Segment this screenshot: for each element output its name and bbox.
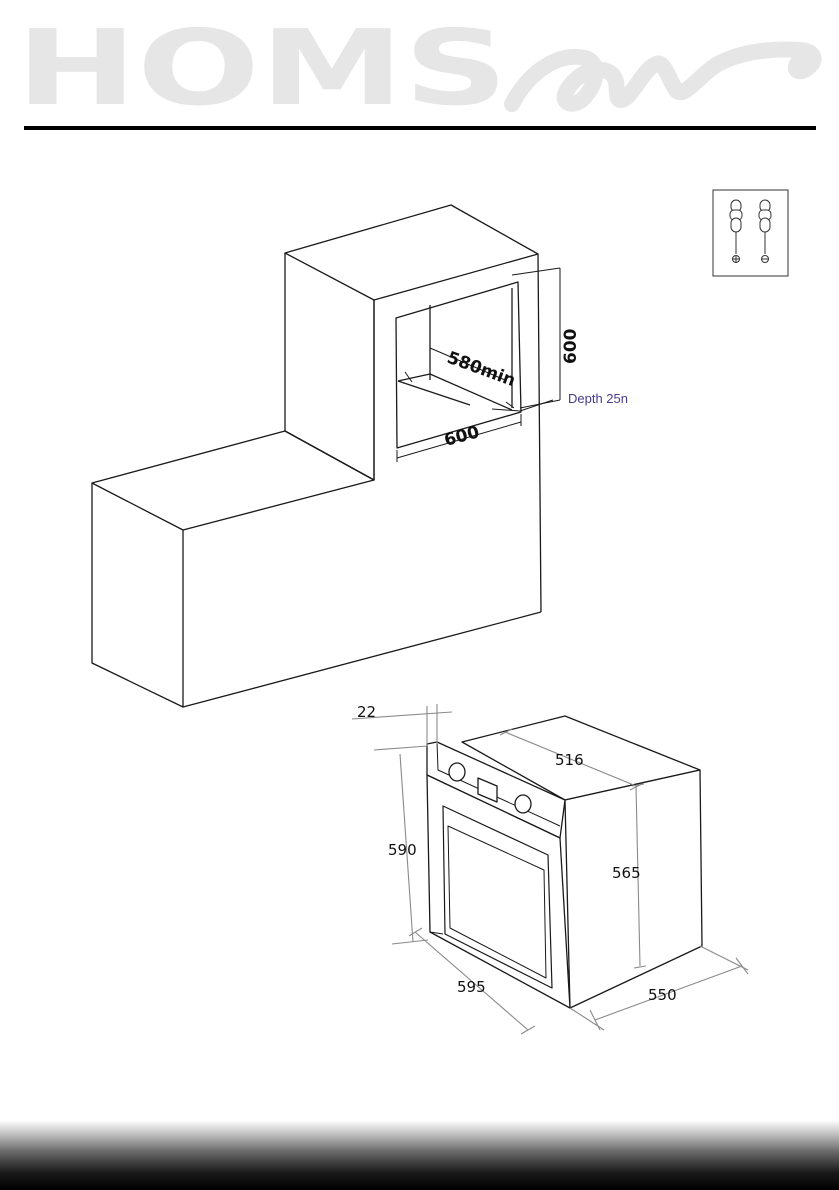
oven-front-width-label: 595 [457, 978, 486, 996]
cabinet-height-label: 600 [561, 328, 581, 364]
tools-panel [713, 190, 788, 276]
cabinet-width-label: 600 [442, 422, 482, 451]
oven-body-height-label: 565 [612, 864, 641, 882]
oven-body-depth-label: 550 [648, 986, 677, 1004]
tall-unit-left-face [285, 253, 374, 480]
left-knob-icon [449, 763, 465, 781]
base-unit-top [92, 431, 374, 530]
oven-side-face [565, 770, 702, 1008]
footer-gradient-bar [0, 1120, 839, 1190]
oven-front-height-label: 590 [388, 841, 417, 859]
oven-panel-thickness-label: 22 [357, 703, 376, 721]
cabinet-clearance-label: Depth 25n [568, 391, 628, 406]
oven-top-depth-label: 516 [555, 751, 584, 769]
base-unit-front [92, 483, 183, 707]
cabinet-drawing [92, 205, 560, 707]
right-knob-icon [515, 795, 531, 813]
tall-unit-top [285, 205, 538, 300]
